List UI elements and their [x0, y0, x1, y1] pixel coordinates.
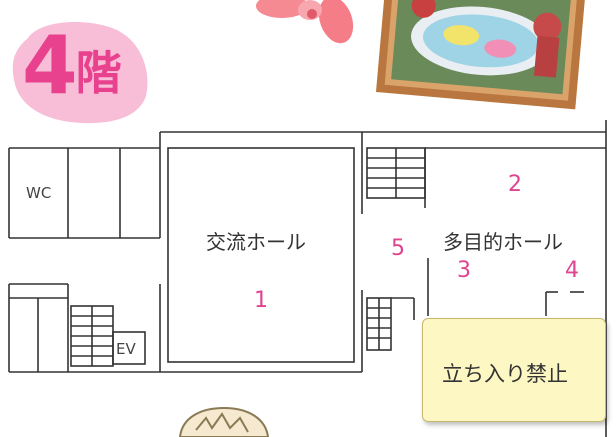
marker-2: 2 [508, 172, 522, 197]
room-label-ev: EV [116, 340, 136, 358]
marker-4: 4 [565, 258, 579, 283]
no-entry-notice-text: 立ち入り禁止 [442, 362, 568, 386]
stairs-upper [366, 147, 426, 199]
character-icon [178, 406, 270, 437]
exchange-hall-walls [159, 131, 363, 373]
photo-frame [375, 0, 588, 110]
floor-badge: 4階 [0, 0, 160, 130]
room-label-multipurpose-hall: 多目的ホール [443, 230, 563, 254]
marker-5: 5 [391, 236, 405, 261]
stairs-left [70, 305, 114, 367]
room-label-wc: WC [26, 184, 52, 202]
floor-suffix: 階 [75, 46, 122, 100]
flower-icon [256, 0, 354, 44]
elevator-box [112, 331, 146, 365]
floor-badge-bg [12, 22, 148, 124]
stairs-lower [366, 297, 415, 351]
marker-1: 1 [254, 288, 268, 313]
room-label-exchange-hall: 交流ホール [206, 230, 306, 254]
no-entry-notice [422, 318, 606, 422]
left-block [8, 147, 160, 373]
marker-3: 3 [457, 258, 471, 283]
floor-number: 4 [22, 19, 78, 112]
multipurpose-hall-walls [362, 120, 607, 437]
floor-label: 4階 [22, 26, 122, 106]
